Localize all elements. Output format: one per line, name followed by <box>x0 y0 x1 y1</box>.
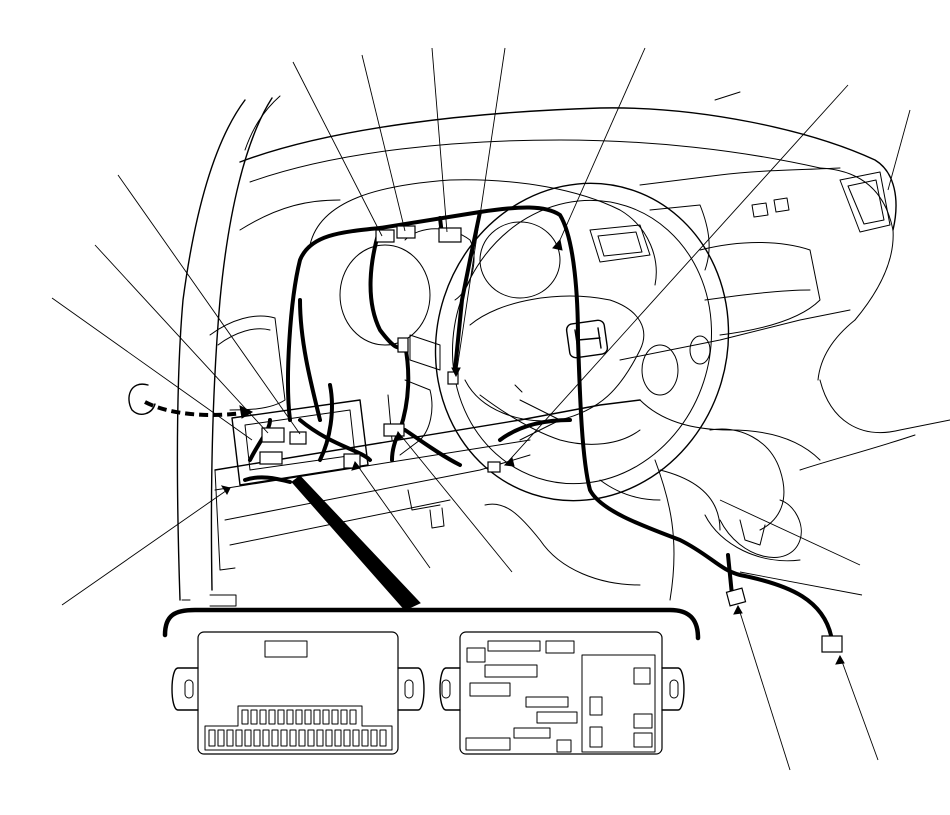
steering-wheel <box>434 182 730 502</box>
side-vent <box>751 171 891 233</box>
connector-11 <box>725 587 747 607</box>
connectors <box>259 225 843 653</box>
connector-4 <box>447 371 459 385</box>
connector-13 <box>397 337 409 353</box>
right-relay-fuse-module <box>439 631 685 755</box>
connector-8 <box>289 431 307 445</box>
left-module-terminals-bottom <box>208 729 387 747</box>
connector-12 <box>821 635 843 653</box>
connector-1 <box>375 229 395 243</box>
connector-2 <box>396 225 416 239</box>
inset-pointer <box>291 475 421 611</box>
leader-arrowheads <box>220 238 845 665</box>
connector-7 <box>261 427 285 443</box>
grommet <box>128 383 156 415</box>
lower-dashboard <box>214 399 721 601</box>
left-fuse-module <box>171 631 425 755</box>
left-module-terminals-top <box>241 709 357 725</box>
a-pillar <box>176 95 281 607</box>
wire-harness <box>144 205 834 642</box>
callout-leaders <box>51 47 911 771</box>
connector-3 <box>438 227 462 243</box>
connector-9 <box>259 451 283 465</box>
connector-6 <box>487 461 501 473</box>
connector-5 <box>383 423 405 437</box>
center-console <box>619 242 950 562</box>
dashboard-outline <box>239 91 897 381</box>
inset-bracket <box>162 607 701 641</box>
instrument-cluster <box>309 179 710 346</box>
